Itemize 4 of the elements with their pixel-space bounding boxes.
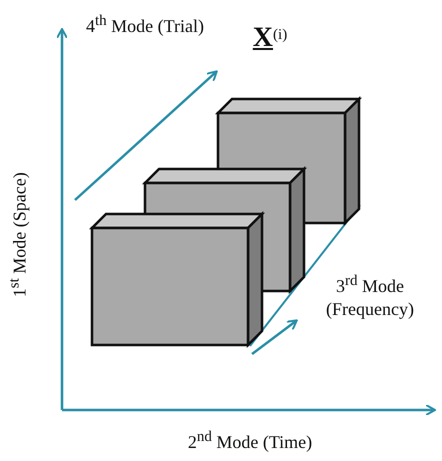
axis-label: 4$^{th}$ Mode (Trial) [84, 12, 205, 38]
axis-label: 3$^{rd}$ Mode (Frequency) [325, 272, 415, 320]
tensor-symbol: X$^{(i)}$ [252, 21, 288, 55]
axis-label: 2$^{nd}$ Mode (Time) [186, 428, 314, 454]
